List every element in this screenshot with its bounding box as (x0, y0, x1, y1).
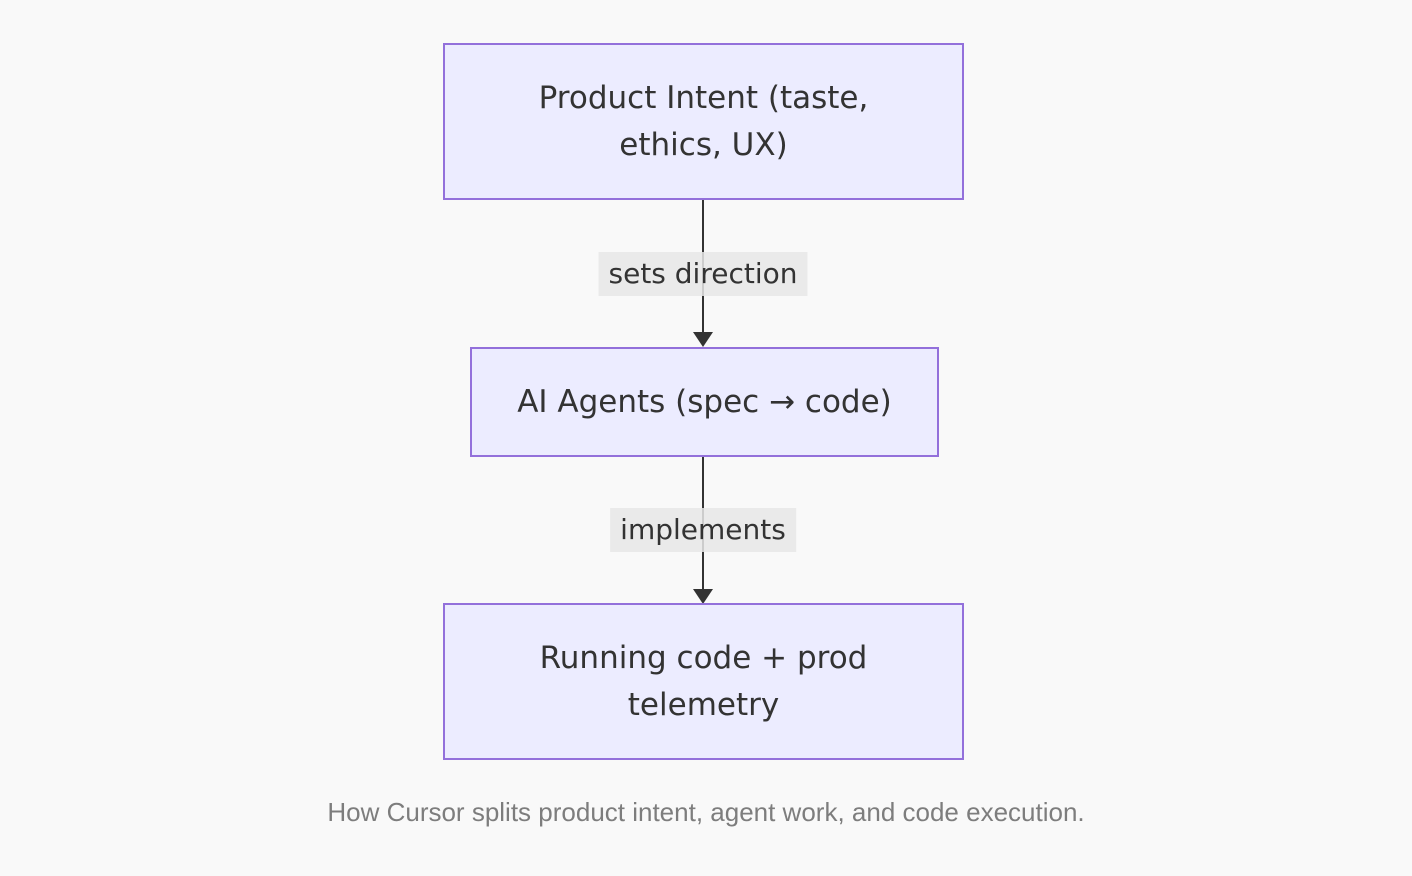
node-running-code-label: Running code + prod telemetry (539, 640, 868, 723)
node-ai-agents: AI Agents (spec → code) (470, 347, 939, 457)
edge-label-implements: implements (610, 508, 796, 552)
node-running-code: Running code + prod telemetry (443, 603, 964, 760)
node-ai-agents-label: AI Agents (spec → code) (517, 383, 892, 420)
arrowhead-down-icon (693, 332, 713, 347)
diagram-caption: How Cursor splits product intent, agent … (327, 797, 1085, 827)
node-product-intent: Product Intent (taste, ethics, UX) (443, 43, 964, 200)
edge-label-sets-direction: sets direction (598, 252, 808, 296)
arrowhead-down-icon (693, 589, 713, 604)
node-product-intent-label: Product Intent (taste, ethics, UX) (538, 80, 869, 163)
